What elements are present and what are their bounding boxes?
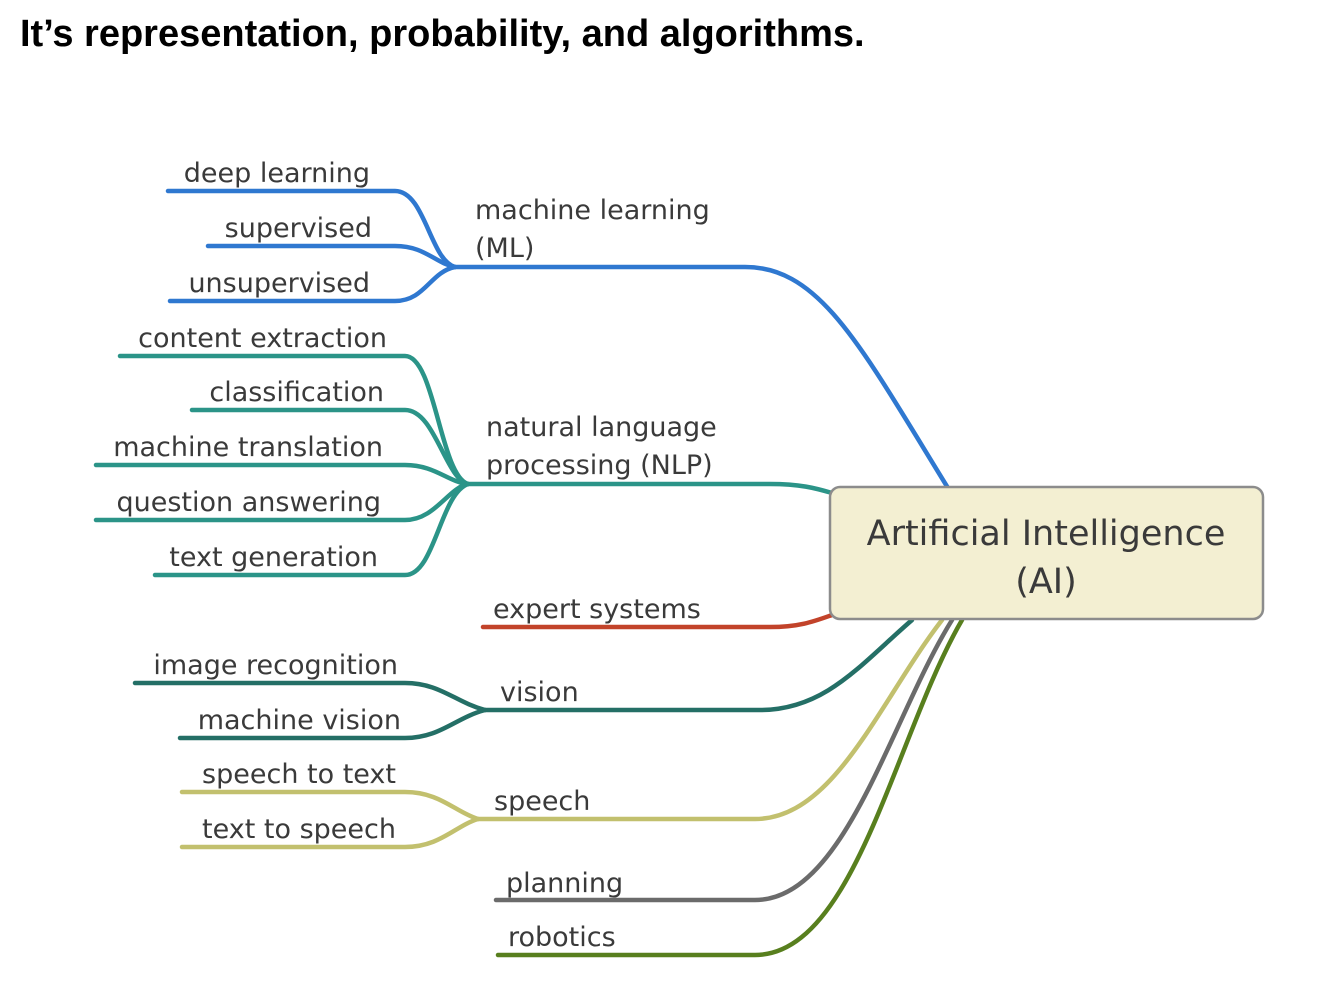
connector-expert-systems-to-ai bbox=[480, 612, 835, 630]
leaf-label-unsupervised: unsupervised bbox=[188, 268, 370, 299]
connector-machine-vision bbox=[177, 707, 488, 741]
central-node-label-line1: Artificial Intelligence bbox=[867, 514, 1226, 554]
leaf-label-content-extraction: content extraction bbox=[138, 323, 387, 354]
branch-label-robotics: robotics bbox=[508, 922, 616, 953]
connector-speech-to-ai bbox=[475, 617, 945, 822]
branch-label-speech: speech bbox=[494, 786, 590, 817]
connector-classification bbox=[189, 407, 471, 487]
leaf-label-machine-translation: machine translation bbox=[113, 432, 383, 463]
leaf-label-speech-to-text: speech to text bbox=[202, 759, 396, 790]
leaf-label-question-answering: question answering bbox=[116, 487, 381, 518]
connector-nlp-to-ai bbox=[465, 481, 835, 496]
slide-title: It’s representation, probability, and al… bbox=[20, 13, 865, 55]
connector-machine-translation bbox=[93, 462, 471, 487]
connector-robotics-to-ai bbox=[495, 617, 965, 958]
branch-vision: vision image recognition machine vision bbox=[132, 617, 915, 741]
branch-nlp: natural language processing (NLP) conten… bbox=[93, 323, 835, 578]
connector-planning-to-ai bbox=[493, 617, 955, 903]
branch-label-expert-systems: expert systems bbox=[493, 594, 701, 625]
leaf-label-image-recognition: image recognition bbox=[153, 650, 398, 681]
branch-machine-learning: machine learning (ML) deep learning supe… bbox=[165, 158, 951, 491]
connector-supervised bbox=[205, 243, 458, 270]
leaf-label-classification: classification bbox=[209, 377, 384, 408]
branch-label-ml-line1: machine learning bbox=[475, 195, 710, 226]
connector-text-generation bbox=[152, 481, 471, 578]
branch-label-ml-line2: (ML) bbox=[475, 233, 534, 264]
connector-vision-to-ai bbox=[482, 617, 915, 713]
branch-speech: speech speech to text text to speech bbox=[179, 617, 945, 850]
leaf-label-supervised: supervised bbox=[225, 213, 372, 244]
leaf-label-deep-learning: deep learning bbox=[184, 158, 370, 189]
leaf-label-text-generation: text generation bbox=[169, 542, 378, 573]
branch-label-nlp-line2: processing (NLP) bbox=[486, 450, 713, 481]
branch-expert-systems: expert systems bbox=[480, 594, 835, 630]
central-node-box bbox=[828, 485, 1265, 621]
branch-label-nlp-line1: natural language bbox=[486, 412, 717, 443]
branch-label-vision: vision bbox=[500, 677, 579, 708]
connector-image-recognition bbox=[132, 680, 488, 713]
central-node: Artificial Intelligence (AI) bbox=[828, 485, 1265, 621]
connector-text-to-speech bbox=[179, 816, 481, 850]
leaf-label-machine-vision: machine vision bbox=[198, 705, 401, 736]
connector-ml-to-ai bbox=[452, 264, 951, 491]
branch-robotics: robotics bbox=[495, 617, 965, 958]
connector-speech-to-text bbox=[179, 789, 481, 822]
branch-label-planning: planning bbox=[506, 868, 623, 899]
central-node-label-line2: (AI) bbox=[1015, 562, 1077, 602]
connector-deep-learning bbox=[165, 188, 458, 270]
connector-unsupervised bbox=[167, 264, 458, 304]
leaf-label-text-to-speech: text to speech bbox=[202, 814, 396, 845]
branch-planning: planning bbox=[493, 617, 955, 903]
